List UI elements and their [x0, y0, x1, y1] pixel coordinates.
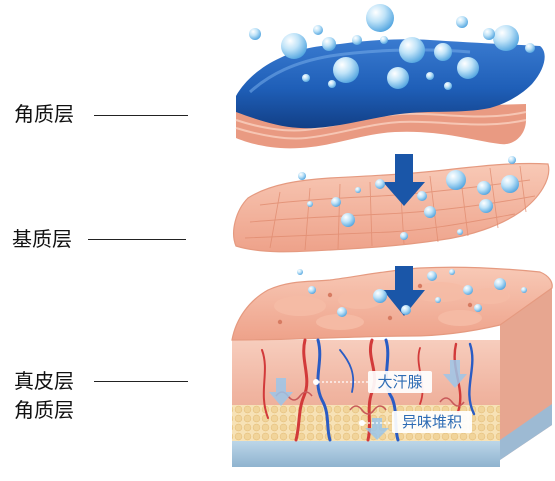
down-arrow-top [383, 154, 425, 206]
callout-odor-label: 异味堆积 [402, 413, 462, 431]
top-surface-bumps [274, 282, 510, 330]
leader-line-bottom [94, 381, 188, 382]
water-highlight [248, 48, 471, 94]
label-dermis: 真皮层 [14, 369, 74, 393]
leader-line-top [94, 115, 188, 116]
down-arrow-bottom [383, 266, 425, 316]
callout-odor: 异味堆积 [359, 411, 472, 433]
top-layer [235, 39, 545, 149]
middle-layer [233, 162, 550, 253]
label-basal-layer: 基质层 [12, 227, 72, 251]
label-dermis-group: 真皮层 角质层 [14, 367, 74, 425]
label-stratum-corneum-top: 角质层 [14, 102, 74, 126]
water-bubbles [249, 4, 535, 317]
inner-down-arrows [269, 360, 467, 440]
leader-line-middle [88, 239, 186, 240]
middle-cell-grid [244, 165, 536, 251]
base-layer [232, 441, 500, 467]
callout-sweat-gland: 大汗腺 [313, 371, 432, 393]
callout-sweat-gland-label: 大汗腺 [377, 373, 422, 391]
label-stratum-corneum-bottom: 角质层 [14, 398, 74, 422]
middle-sheet [233, 162, 550, 253]
surface-pores [277, 283, 473, 325]
